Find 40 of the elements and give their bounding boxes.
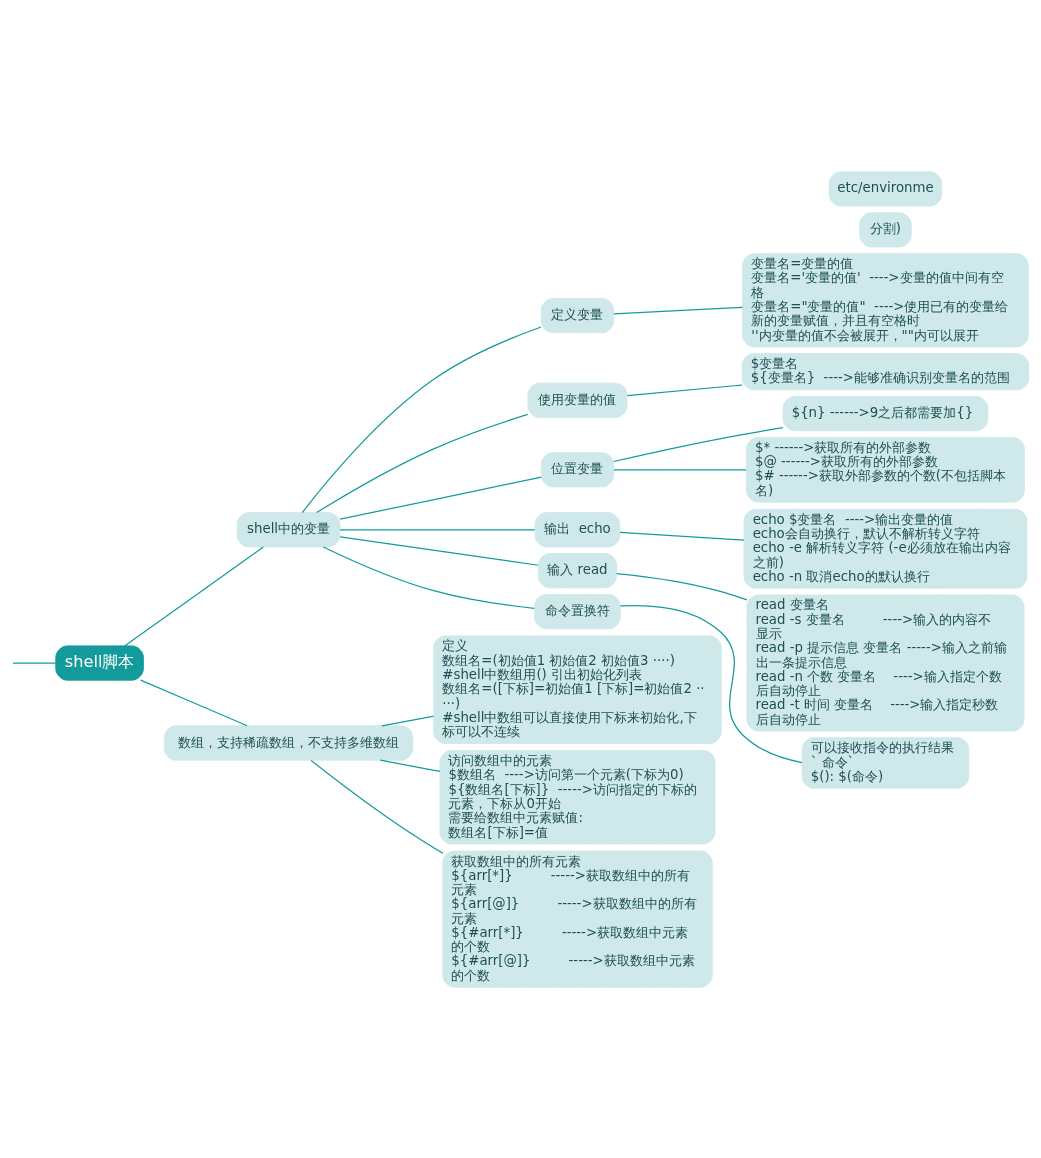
node-box: 命令置换符: [534, 593, 621, 629]
node-box: 输入 read: [537, 552, 617, 588]
node-box: read 变量名 read -s 变量名 ---->输入的内容不显示 read -p 提示信息 变量名 ----->输入之前输出一条提示信息 read -n 个数 变量名 ---->输入指定个数后自动停止 read -t 时间 变量名 ---->输入指定秒数后自动停止: [746, 594, 1025, 732]
connector: [124, 545, 264, 646]
connector: [339, 535, 539, 566]
connector: [619, 604, 803, 763]
connector: [301, 325, 542, 513]
node-box: $* ------>获取所有的外部参数 $@ ------>获取所有的外部参数 $# ------>获取外部参数的个数(不包括脚本名): [746, 436, 1025, 503]
node-box: 数组，支持稀疏数组，不支持多维数组: [163, 724, 414, 761]
connector: [379, 759, 441, 772]
node-box: 访问数组中的元素 $数组名 ---->访问第一个元素(下标为0) ${数组名[下标]} ----->访问指定的下标的元素，下标从0开始 需要给数组中元素赋值: 数组名[下标]=值: [439, 749, 716, 844]
node-box: 使用变量的值: [527, 382, 628, 418]
connector: [381, 715, 435, 726]
node-box: 位置变量: [540, 451, 615, 487]
connector: [339, 476, 542, 520]
node-box: 获取数组中的所有元素 ${arr[*]} ----->获取数组中的所有元素 ${arr[@]} ----->获取数组中的所有元素 ${#arr[*]} ----->获取数组中元素的个数 ${#arr[@]} ----->获取数组中元素的个数: [442, 850, 713, 988]
node-box: 定义 数组名=(初始值1 初始值2 初始值3 ····) #shell中数组用() 引出初始化列表 数组名=([下标]=初始值1 [下标]=初始值2 ·····) #shell中数组可以直接使用下标来初始化,下标可以不连续: [433, 634, 722, 744]
connector: [613, 468, 747, 470]
node-box: 输出 echo: [534, 511, 621, 547]
connector: [310, 759, 444, 854]
node-box: 变量名=变量的值 变量名='变量的值' ---->变量的值中间有空格 变量名="变量的值" ---->使用已有的变量给新的变量赋值，并且有空格时 ''内变量的值不会被展开，""内可以展开: [742, 252, 1029, 347]
node-box: etc/environme: [828, 170, 943, 207]
connector: [140, 679, 248, 726]
connector: [339, 528, 536, 530]
connector: [613, 426, 784, 462]
connector: [626, 383, 743, 396]
node-box: 分割): [859, 211, 912, 247]
connector: [322, 545, 535, 609]
node-box: 定义变量: [540, 297, 615, 333]
connector: [316, 413, 529, 513]
node-box: $变量名 ${变量名} ---->能够准确识别变量名的范围: [741, 352, 1030, 390]
node-box: shell中的变量: [236, 511, 341, 547]
node-box: ${n} ------>9之后都需要加{}: [782, 395, 989, 431]
connector: [619, 531, 745, 541]
connector: [613, 306, 744, 314]
connector: [12, 661, 57, 664]
node-box: shell脚本: [55, 644, 144, 681]
node-box: echo $变量名 ---->输出变量的值 echo会自动换行，默认不解析转义字符 echo -e 解析转义字符 (-e必须放在输出内容之前) echo -n 取消echo的默认换行: [743, 508, 1028, 589]
node-box: 可以接收指令的执行结果 ` 命令` $(): $(命令): [801, 736, 970, 789]
connector: [616, 572, 748, 600]
